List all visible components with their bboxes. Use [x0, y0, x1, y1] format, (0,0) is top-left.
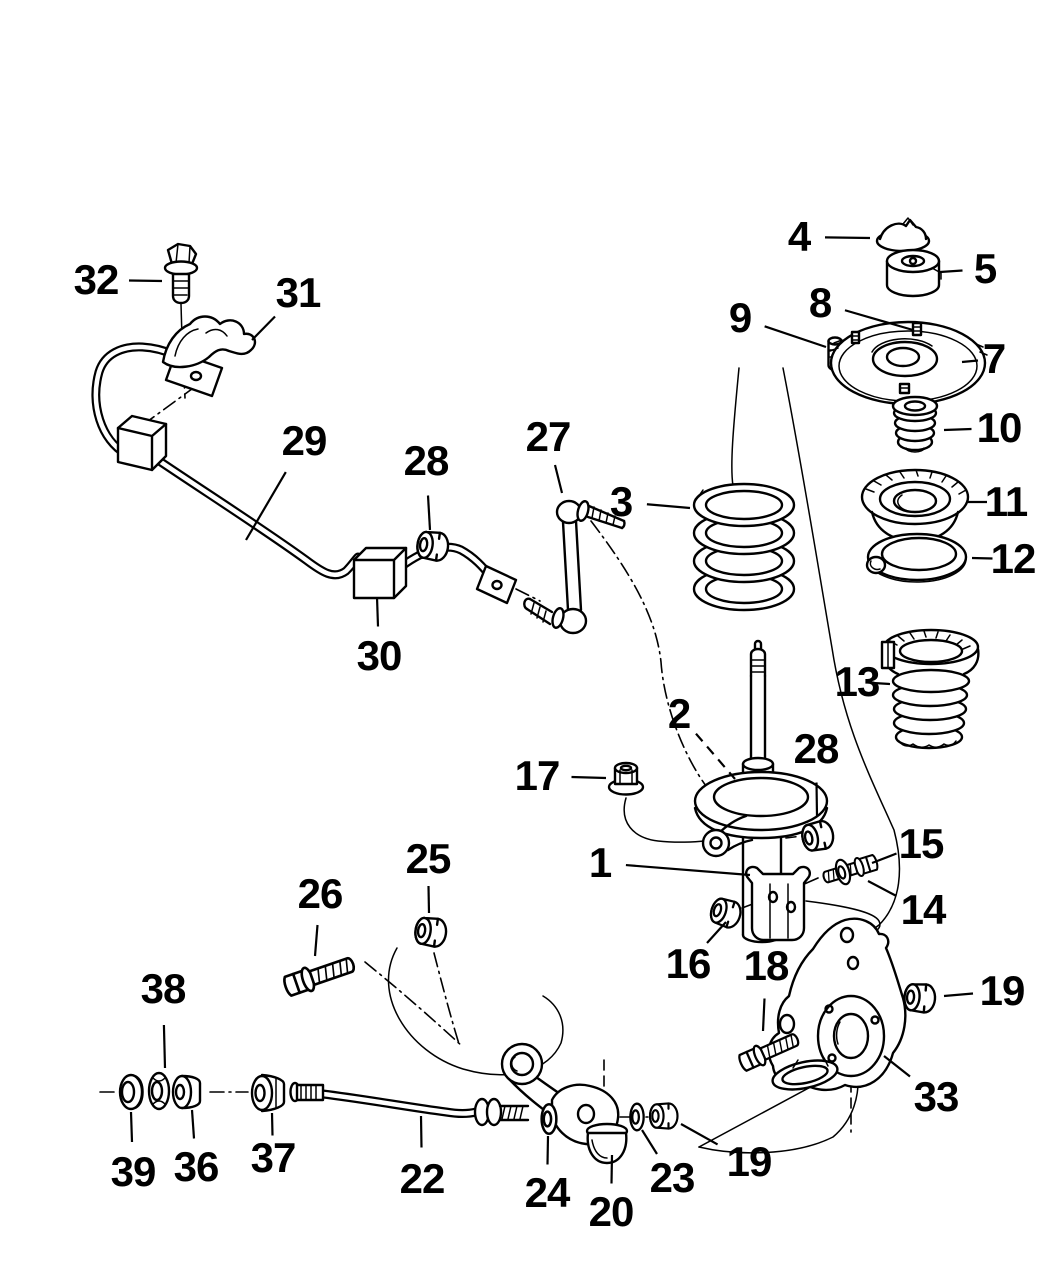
leader-line-16	[706, 921, 727, 944]
callout-23: 23	[649, 1154, 696, 1201]
callout-24: 24	[524, 1169, 571, 1216]
leader-line-33	[883, 1055, 911, 1078]
leader-line-28b	[815, 782, 819, 817]
leader-line-8	[844, 309, 914, 332]
callout-4: 4	[787, 213, 811, 260]
leader-line-3	[646, 503, 691, 510]
leader-line-36	[190, 1109, 196, 1139]
callout-5: 5	[973, 245, 997, 292]
leader-line-1	[625, 863, 751, 877]
leader-line-27	[553, 464, 564, 494]
leader-line-25	[427, 885, 431, 914]
callout-13: 13	[834, 658, 881, 705]
leader-line-5	[939, 269, 963, 274]
leader-line-32	[128, 279, 163, 283]
stabilizer-bar	[91, 242, 518, 605]
callout-37: 37	[250, 1134, 297, 1181]
callout-38: 38	[140, 965, 187, 1012]
callout-14: 14	[900, 886, 947, 933]
leader-line-12	[971, 556, 993, 560]
leader-line-19b	[680, 1123, 719, 1146]
coil-spring	[692, 482, 796, 612]
callout-1: 1	[588, 839, 612, 886]
leader-line-4	[824, 236, 871, 240]
callout-19a: 19	[979, 967, 1026, 1014]
callout-33: 33	[913, 1073, 960, 1120]
leader-line-13	[873, 681, 891, 686]
fasteners	[280, 528, 938, 1075]
callout-12: 12	[990, 535, 1037, 582]
strut-mount-stack	[827, 217, 988, 750]
callout-10: 10	[976, 404, 1023, 451]
callout-36: 36	[173, 1143, 220, 1190]
leader-line-7	[961, 359, 979, 364]
callout-31: 31	[275, 269, 322, 316]
leader-line-38	[162, 1024, 167, 1069]
callout-28b: 28	[793, 725, 840, 772]
leader-line-28a	[426, 495, 432, 531]
callout-30: 30	[356, 632, 403, 679]
callout-39: 39	[110, 1148, 157, 1195]
construction-lines	[99, 303, 901, 1154]
callout-17: 17	[514, 752, 561, 799]
callout-28a: 28	[403, 437, 450, 484]
leader-line-14	[867, 880, 897, 897]
tension-strut	[118, 1071, 558, 1135]
leader-line-2	[695, 732, 736, 780]
leader-line-29	[245, 471, 287, 541]
leader-line-37	[270, 1112, 274, 1136]
callout-29: 29	[281, 417, 328, 464]
callout-8: 8	[808, 279, 832, 326]
leader-line-24	[546, 1135, 550, 1165]
stabilizer-link	[523, 499, 626, 635]
steering-knuckle	[767, 917, 907, 1092]
callout-20: 20	[588, 1188, 635, 1235]
leader-line-31	[251, 315, 276, 341]
leader-line-17	[571, 775, 607, 780]
leader-line-23	[641, 1129, 658, 1155]
callout-22: 22	[399, 1155, 446, 1202]
leader-line-22	[419, 1115, 423, 1148]
leader-line-20	[610, 1154, 614, 1184]
callout-26: 26	[297, 870, 344, 917]
callout-15: 15	[898, 820, 945, 867]
strut	[693, 639, 829, 944]
leader-line-15	[871, 852, 897, 865]
callout-3: 3	[609, 478, 633, 525]
callout-7: 7	[982, 335, 1006, 382]
callout-25: 25	[405, 835, 452, 882]
callout-19b: 19	[726, 1138, 773, 1185]
leader-line-26	[313, 924, 319, 957]
callout-9: 9	[728, 294, 752, 341]
callout-16: 16	[665, 940, 712, 987]
lower-control-arm	[500, 1042, 679, 1165]
leader-line-19a	[943, 992, 974, 998]
leader-line-30	[375, 596, 380, 627]
leader-line-39	[129, 1111, 134, 1143]
leader-line-18	[761, 998, 766, 1032]
callout-27: 27	[525, 413, 572, 460]
callout-11: 11	[984, 478, 1028, 525]
callout-18: 18	[743, 942, 790, 989]
callout-32: 32	[73, 256, 120, 303]
leader-line-10	[943, 427, 972, 432]
callout-2: 2	[667, 690, 691, 737]
leader-line-9	[764, 325, 827, 349]
